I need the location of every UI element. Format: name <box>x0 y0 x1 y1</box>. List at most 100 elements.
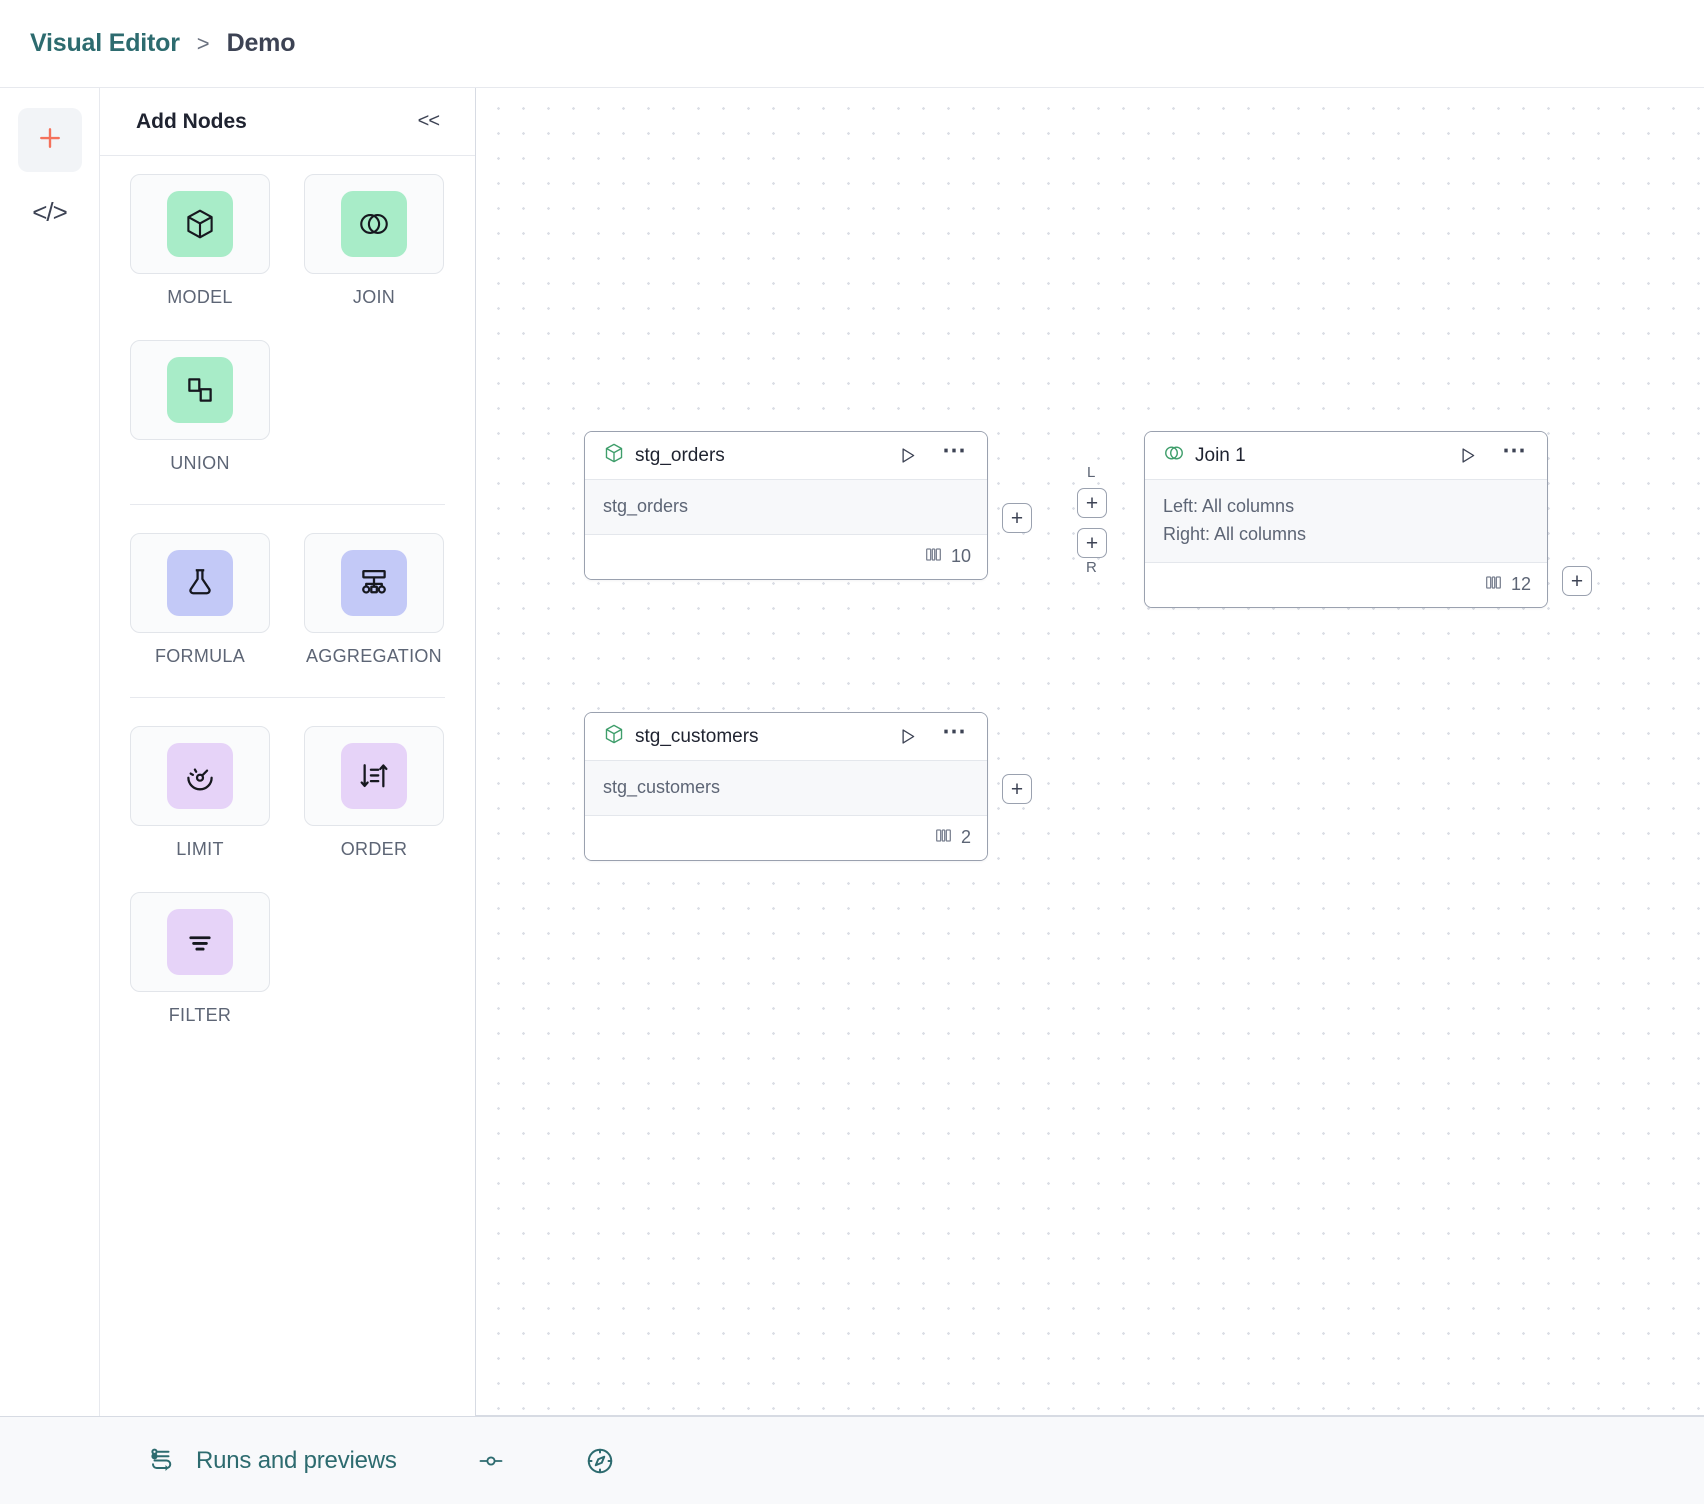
column-count: 2 <box>960 827 971 848</box>
flow-node-body: Left: All columns Right: All columns <box>1145 480 1547 563</box>
compass-icon[interactable] <box>585 1446 615 1476</box>
node-label-aggregation: AGGREGATION <box>306 646 442 666</box>
column-count: 10 <box>950 546 971 567</box>
flow-node-row: stg_customers <box>603 777 721 797</box>
flow-node-row: stg_orders <box>603 496 689 516</box>
flow-node-stg-orders[interactable]: stg_orders ⋯ stg_orders <box>584 431 988 580</box>
play-icon[interactable] <box>891 726 924 747</box>
node-label-formula: FORMULA <box>154 646 246 666</box>
node-label-filter: FILTER <box>168 1005 232 1025</box>
code-icon: </> <box>32 196 68 227</box>
breadcrumb-separator-icon: > <box>196 30 210 56</box>
gauge-icon <box>167 743 233 809</box>
play-icon[interactable] <box>891 445 924 466</box>
flow-node-body: stg_customers <box>585 761 987 816</box>
output-port-stg-customers[interactable]: + <box>1002 774 1032 804</box>
input-port-join-left[interactable]: + <box>1077 488 1107 518</box>
more-icon[interactable]: ⋯ <box>942 436 967 464</box>
cube-icon <box>167 191 233 257</box>
node-type-limit[interactable]: LIMIT <box>130 726 270 860</box>
flow-node-stg-customers[interactable]: stg_customers ⋯ stg_customers <box>584 712 988 861</box>
sort-icon <box>341 743 407 809</box>
add-nodes-panel-header: Add Nodes << <box>100 88 475 156</box>
panel-divider-2 <box>130 697 445 698</box>
add-nodes-panel-body: MODEL JOIN <box>100 156 475 1416</box>
runs-and-previews-label: Runs and previews <box>196 1446 397 1474</box>
flask-icon <box>167 550 233 616</box>
node-label-model: MODEL <box>167 287 233 307</box>
panel-title: Add Nodes <box>136 109 247 133</box>
node-tile-formula[interactable] <box>130 533 270 633</box>
flow-node-title: stg_customers <box>635 725 759 747</box>
output-port-stg-orders[interactable]: + <box>1002 503 1032 533</box>
flow-node-title: stg_orders <box>635 444 725 466</box>
more-icon[interactable]: ⋯ <box>942 717 967 745</box>
flow-canvas[interactable]: stg_orders ⋯ stg_orders <box>476 88 1704 1416</box>
node-type-filter[interactable]: FILTER <box>130 892 270 1026</box>
flow-node-footer: 10 <box>585 534 987 579</box>
node-group-modifiers: LIMIT <box>130 698 445 1026</box>
cube-icon <box>603 442 625 469</box>
rail-add-button[interactable] <box>17 108 82 172</box>
node-type-formula[interactable]: FORMULA <box>130 533 270 667</box>
cube-icon <box>603 723 625 750</box>
flow-node-title: Join 1 <box>1195 444 1246 466</box>
app-body: </> Add Nodes << <box>0 88 1704 1416</box>
left-rail: </> <box>0 88 100 1416</box>
output-port-join-1[interactable]: + <box>1562 566 1592 596</box>
slider-icon[interactable] <box>477 1447 505 1475</box>
node-label-union: UNION <box>170 453 230 473</box>
play-icon[interactable] <box>1451 445 1484 466</box>
node-type-union[interactable]: UNION <box>130 340 270 474</box>
flow-node-row: Left: All columns <box>1163 496 1295 516</box>
column-count: 12 <box>1510 574 1531 595</box>
node-tile-union[interactable] <box>130 340 270 440</box>
node-tile-model[interactable] <box>130 174 270 274</box>
flow-node-footer: 2 <box>585 815 987 860</box>
node-type-order[interactable]: ORDER <box>304 726 444 860</box>
breadcrumb-root-link[interactable]: Visual Editor <box>30 29 180 57</box>
join-right-port-label: R <box>1086 559 1097 576</box>
node-type-model[interactable]: MODEL <box>130 174 270 308</box>
add-nodes-panel: Add Nodes << <box>100 88 476 1416</box>
node-label-join: JOIN <box>352 287 396 307</box>
flow-node-row: Right: All columns <box>1163 523 1307 544</box>
node-tile-aggregation[interactable] <box>304 533 444 633</box>
node-label-order: ORDER <box>340 839 408 859</box>
node-group-transforms: FORMULA <box>130 505 445 667</box>
node-type-join[interactable]: JOIN <box>304 174 444 308</box>
venn-icon <box>341 191 407 257</box>
input-port-join-right[interactable]: + <box>1077 528 1107 558</box>
node-tile-order[interactable] <box>304 726 444 826</box>
node-label-limit: LIMIT <box>176 839 224 859</box>
breadcrumb-current-page: Demo <box>226 29 296 57</box>
more-icon[interactable]: ⋯ <box>1502 436 1527 464</box>
breadcrumb: Visual Editor > Demo <box>30 29 295 58</box>
flow-node-header: stg_orders ⋯ <box>585 432 987 480</box>
app-footer: Runs and previews <box>0 1416 1704 1504</box>
node-tile-join[interactable] <box>304 174 444 274</box>
venn-icon <box>1163 442 1185 469</box>
columns-icon <box>1484 573 1503 597</box>
columns-icon <box>934 826 953 850</box>
flow-node-footer: 12 <box>1145 562 1547 607</box>
app-header: Visual Editor > Demo <box>0 0 1704 88</box>
union-shapes-icon <box>167 357 233 423</box>
node-group-sources: MODEL JOIN <box>130 174 445 474</box>
node-tile-filter[interactable] <box>130 892 270 992</box>
footer-toolbar: Runs and previews <box>100 1446 615 1476</box>
node-tile-limit[interactable] <box>130 726 270 826</box>
collapse-panel-button[interactable]: << <box>417 110 440 132</box>
flow-node-header: stg_customers ⋯ <box>585 713 987 761</box>
rail-code-button[interactable]: </> <box>18 180 82 244</box>
flow-node-header: Join 1 ⋯ <box>1145 432 1547 480</box>
flow-node-body: stg_orders <box>585 480 987 535</box>
join-left-port-label: L <box>1087 464 1096 481</box>
edge-layer <box>476 88 776 238</box>
runs-and-previews-button[interactable]: Runs and previews <box>148 1446 397 1476</box>
plus-icon <box>35 123 65 158</box>
columns-icon <box>924 545 943 569</box>
node-type-aggregation[interactable]: AGGREGATION <box>304 533 444 667</box>
flow-node-join-1[interactable]: Join 1 ⋯ Left: All columns Right: All co… <box>1144 431 1548 608</box>
